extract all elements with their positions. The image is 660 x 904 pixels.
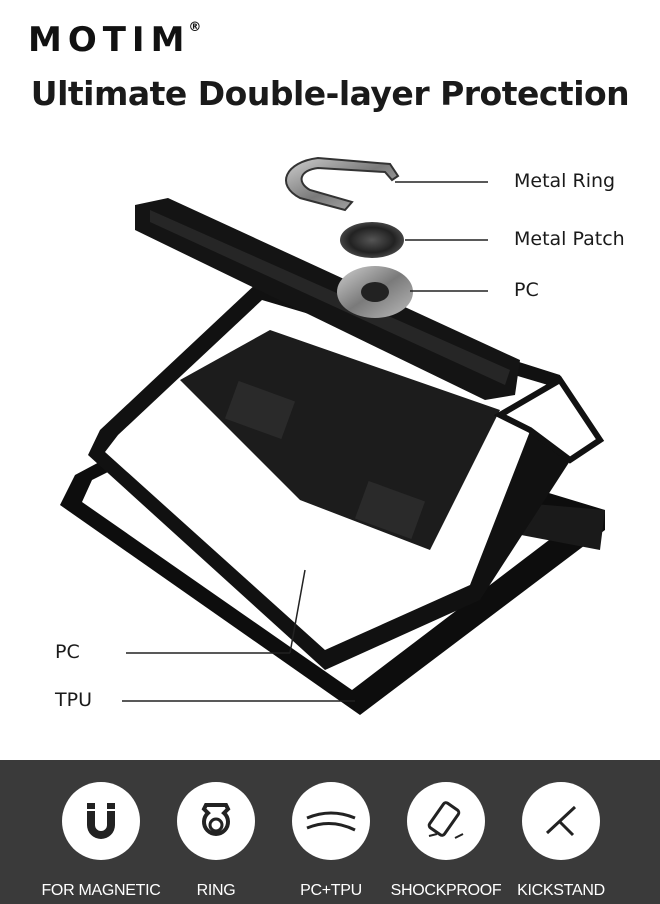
callout-lines: [122, 181, 488, 702]
kickstand-bar: [135, 198, 520, 400]
kickstand-icon: [522, 782, 600, 860]
features-bar: FOR MAGNETIC RING PC+TPU SHOCKPROOF: [0, 760, 660, 904]
brand-logo: MOTIM®: [28, 20, 201, 60]
pc-ring-base: [337, 266, 413, 318]
layers-icon: [292, 782, 370, 860]
ring-holder-icon: [177, 782, 255, 860]
callout-pc-top: PC: [514, 279, 539, 301]
feature-ring: RING: [156, 782, 276, 900]
magnet-icon: [62, 782, 140, 860]
callout-metal-patch: Metal Patch: [514, 228, 625, 250]
feature-label: FOR MAGNETIC: [41, 882, 161, 899]
product-illustration: Metal Ring Metal Patch PC PC TPU: [0, 130, 660, 750]
phone-shock-icon: [407, 782, 485, 860]
feature-pc-tpu: PC+TPU: [271, 782, 391, 900]
brand-name: MOTIM: [28, 20, 191, 60]
feature-magnetic: FOR MAGNETIC: [41, 782, 161, 900]
feature-label: KICKSTAND: [517, 882, 605, 899]
callout-tpu: TPU: [55, 689, 92, 711]
metal-ring: [285, 156, 400, 212]
exploded-case-diagram: [60, 156, 605, 715]
metal-patch-disk: [340, 222, 404, 258]
feature-label: RING: [196, 882, 236, 899]
registered-mark: ®: [188, 20, 202, 35]
callout-metal-ring: Metal Ring: [514, 170, 616, 192]
feature-kickstand: KICKSTAND: [501, 782, 621, 900]
callout-pc-bottom: PC: [55, 641, 80, 663]
headline: Ultimate Double-layer Protection: [30, 74, 630, 113]
feature-label: SHOCKPROOF: [390, 882, 502, 899]
feature-label: PC+TPU: [300, 882, 362, 899]
feature-shockproof: SHOCKPROOF: [386, 782, 506, 900]
pc-shell: [88, 280, 605, 670]
